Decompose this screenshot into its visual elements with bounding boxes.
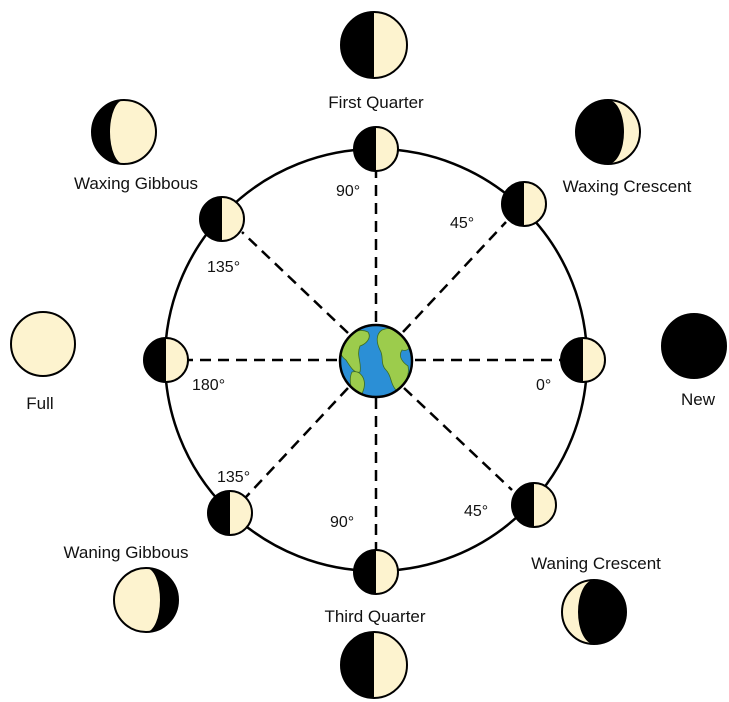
earth-icon: [340, 325, 412, 401]
waning-gibbous-icon: [114, 568, 178, 632]
new-moon-icon: [662, 314, 726, 378]
orbit-moon-315: [512, 483, 556, 527]
orbit-moon-135: [200, 197, 244, 241]
phase-label-waxing-gibbous: Waxing Gibbous: [74, 174, 198, 193]
phase-label-waning-gibbous: Waning Gibbous: [63, 543, 188, 562]
waxing-gibbous-icon: [92, 100, 156, 164]
phase-label-first-quarter: First Quarter: [328, 93, 424, 112]
angle-label-90: 90°: [336, 183, 360, 200]
waxing-crescent-icon: [576, 100, 640, 164]
orbit-moon-225: [208, 491, 252, 535]
spoke-315: [404, 388, 512, 490]
spoke-225: [246, 388, 348, 497]
spoke-135: [242, 232, 348, 333]
orbit-moon-90: [354, 127, 398, 171]
angle-label-135: 135°: [207, 259, 240, 276]
orbit-moon-270: [354, 550, 398, 594]
angle-label-225: 135°: [217, 469, 250, 486]
phase-label-third-quarter: Third Quarter: [324, 607, 425, 626]
phase-label-full: Full: [26, 394, 53, 413]
orbit-moon-45: [502, 182, 546, 226]
angle-label-45: 45°: [450, 215, 474, 232]
first-quarter-icon: [341, 12, 407, 78]
orbit-moon-180: [144, 338, 188, 382]
angle-label-270: 90°: [330, 514, 354, 531]
phase-label-waning-crescent: Waning Crescent: [531, 554, 661, 573]
waning-crescent-icon: [562, 580, 626, 644]
angle-label-315: 45°: [464, 503, 488, 520]
angle-label-180: 180°: [192, 377, 225, 394]
third-quarter-icon: [341, 632, 407, 698]
phase-label-waxing-crescent: Waxing Crescent: [563, 177, 692, 196]
angle-label-0: 0°: [536, 377, 551, 394]
orbit-moon-0: [561, 338, 605, 382]
full-moon-icon: [11, 312, 75, 376]
phase-label-new: New: [681, 390, 716, 409]
spoke-45: [403, 222, 506, 332]
